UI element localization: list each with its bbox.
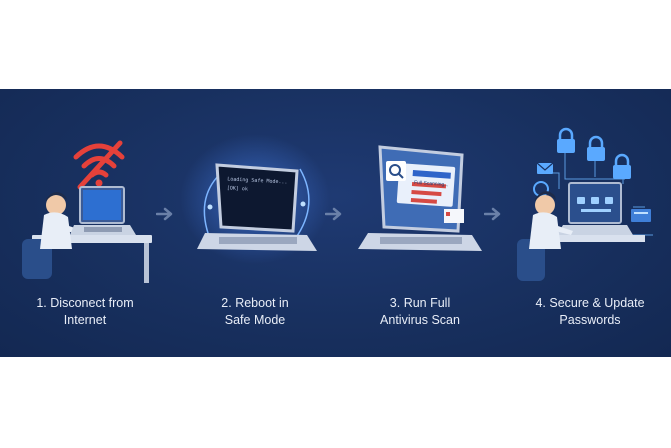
step-3-illustration: [358, 145, 482, 251]
step-4-subtitle: Passwords: [559, 313, 621, 327]
lock-icon: [557, 127, 631, 179]
step-1-illustration: [22, 140, 152, 283]
step-4-illustration: [517, 127, 653, 281]
step-1-caption: 1. Disconect from Internet: [5, 295, 165, 329]
step-1-number: 1.: [36, 296, 47, 310]
magnifier-icon: [386, 161, 406, 181]
step-3-caption: 3. Run Full Antivirus Scan: [340, 295, 500, 329]
arrow-3-icon: [483, 207, 502, 221]
step-2-number: 2.: [221, 296, 232, 310]
step-2-illustration: [180, 134, 330, 264]
step-1-subtitle: Internet: [63, 313, 107, 327]
wifi-off-icon: [73, 140, 125, 190]
step-3-subtitle: Antivirus Scan: [380, 313, 460, 327]
step-4-title: Secure & Update: [549, 296, 645, 310]
step-2: Loading Safe Mode... [OK] ok 2. Reboot i…: [175, 89, 335, 357]
step-4: 4. Secure & Update Passwords: [505, 89, 671, 357]
arrow-1-icon: [155, 207, 174, 221]
step-1: 1. Disconect from Internet: [0, 89, 165, 357]
step-4-caption: 4. Secure & Update Passwords: [510, 295, 670, 329]
terminal-screen: Loading Safe Mode... [OK] ok: [227, 175, 290, 196]
step-2-caption: 2. Reboot in Safe Mode: [175, 295, 335, 329]
step-1-title: Disconect from: [50, 296, 134, 310]
step-3: Full Scanning... 3. Run Full Antivirus S…: [340, 89, 500, 357]
steps-panel: 1. Disconect from Internet: [0, 89, 671, 357]
step-4-number: 4.: [535, 296, 546, 310]
step-2-title: Reboot in: [235, 296, 289, 310]
step-2-subtitle: Safe Mode: [224, 313, 286, 327]
arrow-2-icon: [324, 207, 343, 221]
step-3-number: 3.: [389, 296, 401, 310]
step-3-title: Run Full: [403, 296, 451, 310]
